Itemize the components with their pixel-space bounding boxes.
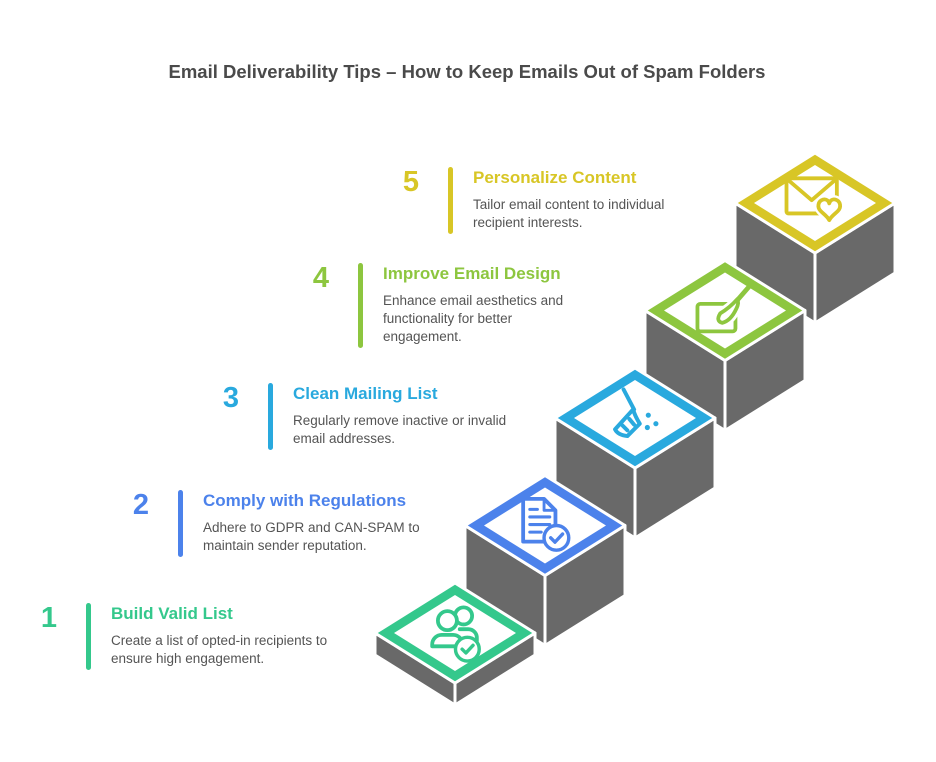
step-3-description: Regularly remove inactive or invalid ema… [293, 413, 507, 446]
step-2-block [463, 474, 627, 647]
step-3-heading: Clean Mailing List [293, 384, 438, 403]
step-1-diamond-inner [394, 595, 516, 671]
step-4-heading: Improve Email Design [383, 264, 561, 283]
step-1-accent-bar [86, 603, 91, 670]
step-2-number: 2 [132, 489, 150, 521]
infographic-title: Email Deliverability Tips – How to Keep … [168, 61, 766, 82]
step-4-accent-bar [358, 263, 363, 348]
step-5-block [733, 151, 897, 325]
step-2-text: 2 Comply with Regulations Adhere to GDPR… [118, 490, 439, 557]
step-1-text: 1 Build Valid List Create a list of opte… [26, 603, 337, 670]
step-5-heading: Personalize Content [473, 168, 637, 187]
users-check-icon [430, 605, 481, 663]
step-5-accent-bar [448, 167, 453, 234]
step-4-text: 4 Improve Email Design Enhance email aes… [298, 263, 581, 348]
step-2-heading: Comply with Regulations [203, 491, 407, 510]
step-3-accent-bar [268, 383, 273, 450]
step-3-block [553, 366, 717, 540]
paintbrush-icon [695, 282, 754, 334]
document-check-icon [521, 496, 571, 552]
step-1-number: 1 [40, 602, 58, 634]
step-3-number: 3 [222, 382, 240, 414]
step-3-text: 3 Clean Mailing List Regularly remove in… [208, 383, 525, 450]
step-5-text: 5 Personalize Content Tailor email conte… [388, 167, 691, 234]
step-1-description: Create a list of opted-in recipients to … [111, 633, 328, 666]
step-2-description: Adhere to GDPR and CAN-SPAM to maintain … [203, 520, 420, 553]
step-1-block [373, 581, 537, 707]
step-4-description: Enhance email aesthetics and functionali… [383, 293, 564, 344]
step-5-description: Tailor email content to individual recip… [473, 197, 665, 230]
step-5-number: 5 [402, 166, 420, 198]
broom-icon [613, 387, 659, 439]
step-1-heading: Build Valid List [111, 604, 233, 623]
step-4-block [643, 259, 807, 432]
step-4-number: 4 [312, 262, 330, 294]
step-2-accent-bar [178, 490, 183, 557]
envelope-heart-icon [784, 176, 845, 225]
